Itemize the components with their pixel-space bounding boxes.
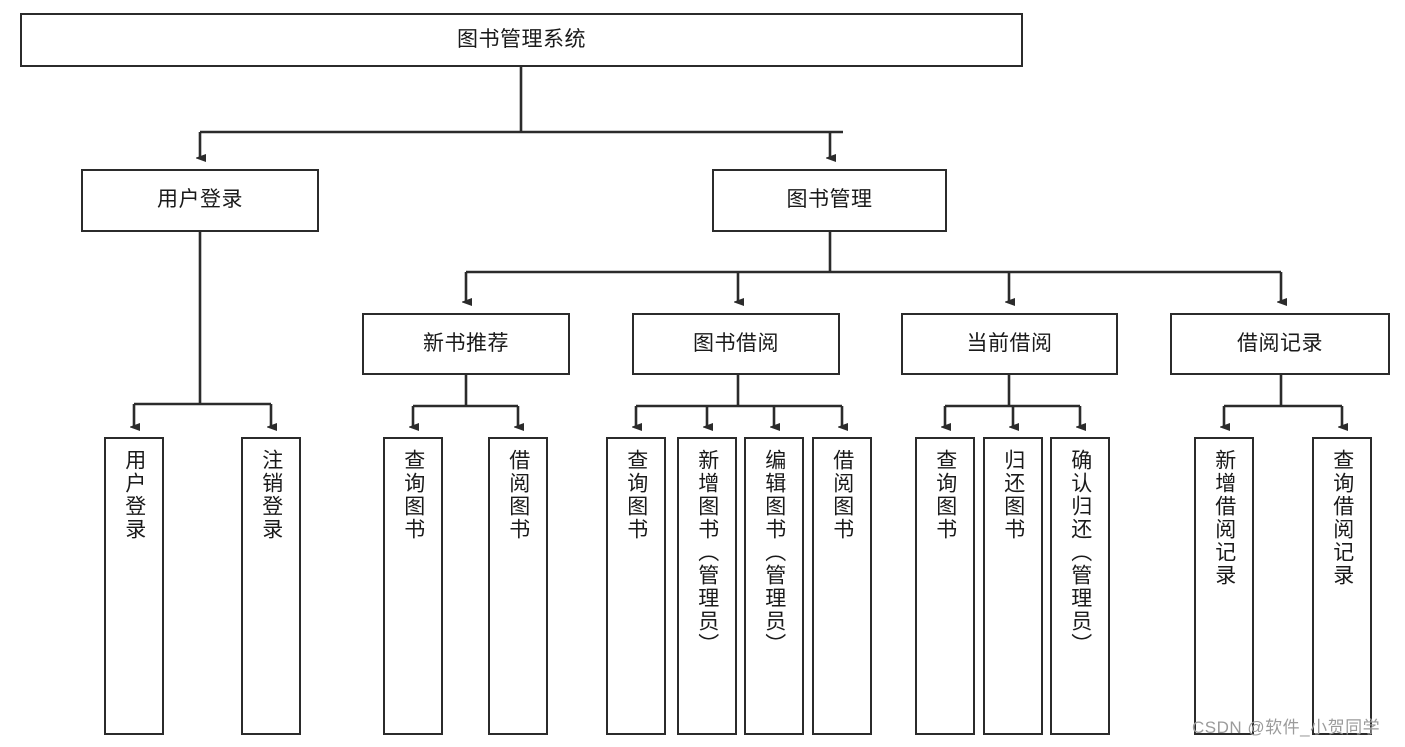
leaf-add-book[interactable]: 新增图书（管理员） bbox=[677, 437, 737, 735]
leaf-query-book-borrow[interactable]: 查询图书 bbox=[606, 437, 666, 735]
node-book-manage-label: 图书管理 bbox=[786, 188, 873, 212]
leaf-query-book-current[interactable]: 查询图书 bbox=[915, 437, 975, 735]
leaf-query-book-current-label: 查询图书 bbox=[933, 449, 957, 541]
leaf-edit-book[interactable]: 编辑图书（管理员） bbox=[744, 437, 804, 735]
node-root[interactable]: 图书管理系统 bbox=[20, 13, 1023, 67]
leaf-user-login-label: 用户登录 bbox=[122, 449, 146, 541]
leaf-borrow-book-recommend-label: 借阅图书 bbox=[506, 449, 530, 541]
node-borrow-record-label: 借阅记录 bbox=[1237, 331, 1323, 355]
leaf-confirm-return[interactable]: 确认归还（管理员） bbox=[1050, 437, 1110, 735]
node-book-manage[interactable]: 图书管理 bbox=[712, 169, 947, 232]
leaf-borrow-book[interactable]: 借阅图书 bbox=[812, 437, 872, 735]
leaf-logout-label: 注销登录 bbox=[259, 449, 283, 541]
leaf-return-book-label: 归还图书 bbox=[1001, 449, 1025, 541]
leaf-add-borrow-record[interactable]: 新增借阅记录 bbox=[1194, 437, 1254, 735]
leaf-edit-book-label: 编辑图书（管理员） bbox=[762, 449, 786, 656]
node-book-borrow[interactable]: 图书借阅 bbox=[632, 313, 840, 375]
node-new-book-recommend[interactable]: 新书推荐 bbox=[362, 313, 570, 375]
node-user-login-label: 用户登录 bbox=[157, 188, 243, 212]
leaf-confirm-return-label: 确认归还（管理员） bbox=[1068, 449, 1092, 656]
leaf-user-login[interactable]: 用户登录 bbox=[104, 437, 164, 735]
node-current-borrow-label: 当前借阅 bbox=[966, 331, 1053, 355]
leaf-borrow-book-label: 借阅图书 bbox=[830, 449, 854, 541]
leaf-add-borrow-record-label: 新增借阅记录 bbox=[1212, 449, 1236, 587]
node-new-book-recommend-label: 新书推荐 bbox=[423, 331, 509, 355]
leaf-query-book-recommend-label: 查询图书 bbox=[401, 449, 425, 541]
leaf-logout[interactable]: 注销登录 bbox=[241, 437, 301, 735]
leaf-query-borrow-record-label: 查询借阅记录 bbox=[1330, 449, 1354, 587]
node-root-label: 图书管理系统 bbox=[457, 27, 586, 51]
leaf-add-book-label: 新增图书（管理员） bbox=[695, 449, 719, 656]
node-user-login[interactable]: 用户登录 bbox=[81, 169, 319, 232]
node-book-borrow-label: 图书借阅 bbox=[693, 331, 779, 355]
node-borrow-record[interactable]: 借阅记录 bbox=[1170, 313, 1390, 375]
leaf-query-book-borrow-label: 查询图书 bbox=[624, 449, 648, 541]
leaf-borrow-book-recommend[interactable]: 借阅图书 bbox=[488, 437, 548, 735]
node-current-borrow[interactable]: 当前借阅 bbox=[901, 313, 1118, 375]
leaf-query-borrow-record[interactable]: 查询借阅记录 bbox=[1312, 437, 1372, 735]
leaf-return-book[interactable]: 归还图书 bbox=[983, 437, 1043, 735]
leaf-query-book-recommend[interactable]: 查询图书 bbox=[383, 437, 443, 735]
csdn-watermark: CSDN @软件_小贺同学 bbox=[1192, 718, 1381, 737]
